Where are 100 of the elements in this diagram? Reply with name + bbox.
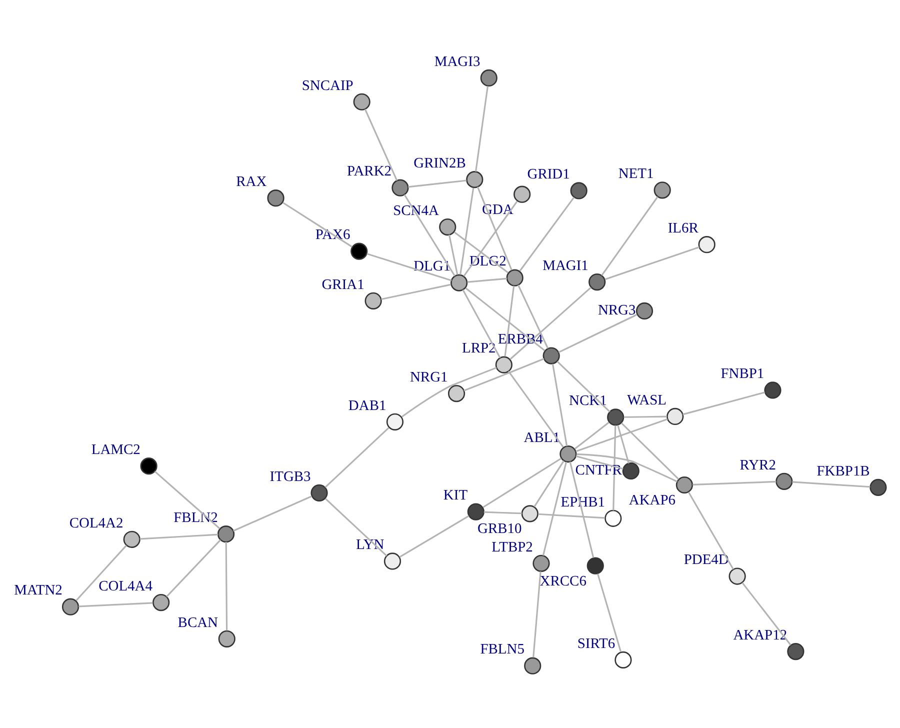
connector (620, 422, 680, 480)
node-circle (152, 594, 170, 612)
node-circle (310, 484, 328, 502)
connector (682, 392, 766, 416)
connector (534, 460, 565, 508)
connector (742, 582, 792, 646)
connector (576, 455, 624, 470)
node-circle (467, 503, 484, 520)
node-label: CNTFR (575, 462, 622, 479)
connector (538, 513, 605, 519)
node-circle (570, 182, 588, 200)
connector (617, 424, 630, 464)
node-label: FKBP1B (816, 463, 870, 480)
node-circle (542, 347, 560, 364)
connector (324, 427, 390, 488)
node-circle (728, 568, 746, 585)
connector (542, 462, 568, 556)
node-label: MATN2 (14, 582, 62, 599)
node-circle (514, 186, 531, 203)
node-circle (140, 458, 158, 475)
node-circle (448, 384, 466, 402)
connector (282, 202, 352, 248)
node-label: PDE4D (684, 552, 729, 568)
node-label: FNBP1 (720, 366, 764, 382)
node-circle (614, 651, 632, 668)
connector (688, 492, 734, 570)
node-label: GDA (482, 202, 514, 218)
connector (78, 602, 153, 608)
connector (574, 422, 610, 450)
node-circle (62, 598, 80, 616)
node-label: PAX6 (315, 227, 350, 244)
node-circle (654, 182, 671, 199)
node-circle (353, 93, 370, 110)
node-label: FBLN5 (480, 642, 524, 658)
connector (692, 480, 776, 486)
node-label: GRB10 (478, 521, 522, 538)
connector (462, 289, 501, 358)
connector (482, 458, 562, 508)
node-label: AKAP6 (628, 492, 676, 508)
node-label: BCAN (178, 614, 218, 631)
node-circle (217, 526, 235, 543)
node-label: MAGI1 (542, 258, 588, 274)
node-circle (364, 292, 382, 310)
connector (596, 574, 622, 652)
node-label: MAGI3 (434, 54, 480, 70)
node-circle (698, 236, 716, 254)
connector (624, 416, 667, 418)
connector (517, 284, 549, 349)
node-label: GRIA1 (322, 276, 364, 293)
connector (381, 284, 452, 300)
connector (476, 186, 512, 270)
connector (792, 481, 870, 488)
node-circle (532, 554, 550, 572)
node-circle (267, 190, 284, 207)
node-label: ABL1 (524, 430, 560, 446)
connector (552, 364, 568, 446)
connector (556, 360, 610, 412)
connector (467, 278, 507, 283)
node-circle (870, 478, 887, 496)
node-circle (521, 505, 538, 522)
connector (484, 511, 522, 514)
node-circle (622, 462, 640, 480)
node-label: LYN (356, 537, 384, 554)
connector (576, 418, 668, 452)
node-label: LTBP2 (492, 539, 533, 556)
connector (401, 366, 497, 418)
node-label: COL4A2 (69, 515, 124, 532)
node-label: ERBB4 (498, 332, 543, 348)
connector (366, 253, 452, 282)
node-circle (350, 242, 368, 260)
node-circle (604, 510, 622, 527)
connector (612, 425, 616, 510)
connector (576, 453, 678, 482)
node-label: NET1 (618, 166, 654, 182)
connector (364, 108, 398, 181)
connector (324, 498, 388, 556)
connector (140, 534, 218, 540)
connector (504, 286, 515, 357)
node-label: RAX (236, 174, 267, 190)
node-label: AKAP12 (733, 627, 788, 644)
node-circle (666, 408, 684, 426)
node-label: NRG3 (598, 302, 636, 319)
node-circle (524, 657, 542, 674)
connector (463, 200, 518, 277)
node-label: SIRT6 (577, 636, 616, 652)
node-circle (560, 445, 577, 463)
connector (454, 231, 509, 274)
node-label: SCN4A (393, 202, 439, 219)
node-label: RYR2 (740, 457, 776, 474)
node-circle (764, 382, 782, 399)
node-circle (506, 269, 524, 286)
node-circle (466, 171, 484, 188)
connector (510, 286, 592, 360)
connector (460, 188, 474, 275)
node-circle (636, 302, 654, 320)
node-label: NRG1 (410, 369, 448, 386)
node-label: LRP2 (462, 340, 496, 357)
node-circle (439, 218, 456, 236)
node-circle (386, 413, 404, 430)
node-label: LAMC2 (91, 442, 140, 458)
